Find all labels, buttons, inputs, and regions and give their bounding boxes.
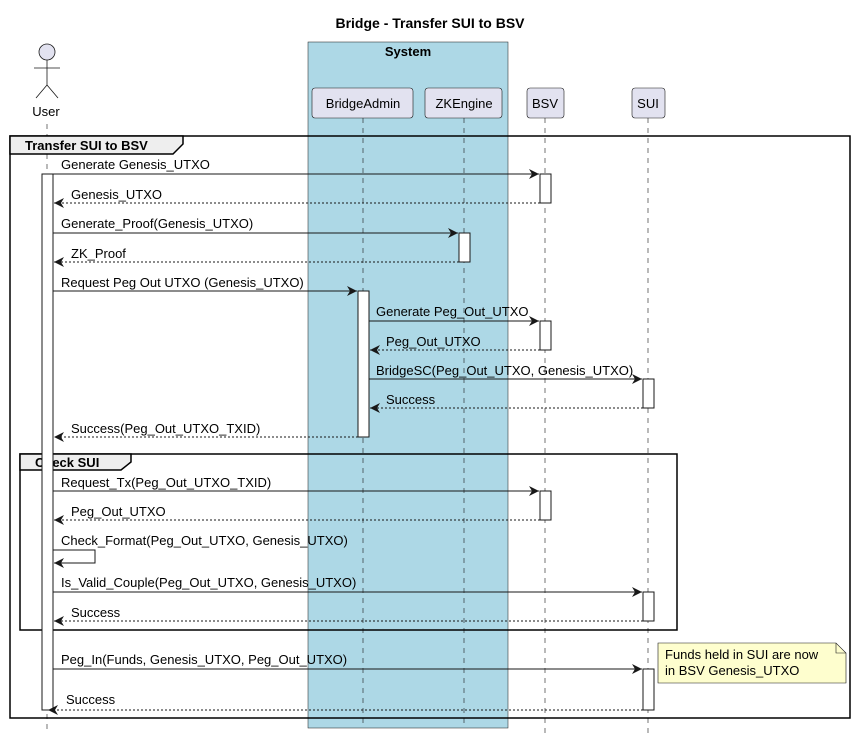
message-label: BridgeSC(Peg_Out_UTXO, Genesis_UTXO)	[376, 363, 633, 378]
note-line-1: Funds held in SUI are now	[665, 647, 819, 662]
note-fold	[835, 643, 846, 654]
message-label: Request Peg Out UTXO (Genesis_UTXO)	[61, 275, 304, 290]
message-label: Success	[71, 605, 121, 620]
frame-check-sui	[19, 453, 678, 631]
frame-transfer	[9, 135, 851, 719]
diagram-title: Bridge - Transfer SUI to BSV	[335, 15, 525, 31]
message-label: Generate_Proof(Genesis_UTXO)	[61, 216, 253, 231]
note-line-2: in BSV Genesis_UTXO	[665, 663, 799, 678]
message-label: Generate Genesis_UTXO	[61, 157, 210, 172]
message-label: Is_Valid_Couple(Peg_Out_UTXO, Genesis_UT…	[61, 575, 356, 590]
message-label: Peg_Out_UTXO	[386, 334, 481, 349]
note-box	[657, 642, 847, 684]
message-label: Generate Peg_Out_UTXO	[376, 304, 528, 319]
participant-bsv	[526, 87, 565, 119]
participant-sui	[631, 87, 666, 119]
system-box	[307, 41, 509, 729]
participant-zkengine-label: ZKEngine	[435, 96, 492, 111]
message-label: Success	[66, 692, 116, 707]
message-label: Check_Format(Peg_Out_UTXO, Genesis_UTXO)	[61, 533, 348, 548]
participant-user-label: User	[32, 104, 60, 119]
activation-bridgeadmin	[357, 290, 370, 438]
message-label: Peg_Out_UTXO	[71, 504, 166, 519]
message-label: Success	[386, 392, 436, 407]
activation-sui-1	[642, 378, 655, 409]
participant-sui-label: SUI	[637, 96, 659, 111]
message-label: Peg_In(Funds, Genesis_UTXO, Peg_Out_UTXO…	[61, 652, 347, 667]
self-message-arrow	[53, 549, 96, 568]
activation-bsv-1	[539, 173, 552, 204]
system-box-label: System	[385, 44, 431, 59]
participant-zkengine	[424, 87, 503, 119]
participant-user: User	[32, 43, 60, 119]
activation-bsv-3	[539, 490, 552, 521]
activation-zkengine	[458, 232, 471, 263]
activation-sui-2	[642, 591, 655, 622]
message-label: Success(Peg_Out_UTXO_TXID)	[71, 421, 260, 436]
actor-head	[38, 43, 56, 61]
frame-transfer-label: Transfer SUI to BSV	[25, 138, 148, 153]
activation-bsv-2	[539, 320, 552, 351]
activation-sui-3	[642, 668, 655, 711]
participant-bridgeadmin	[311, 87, 414, 119]
participant-bridgeadmin-label: BridgeAdmin	[326, 96, 400, 111]
message-label: ZK_Proof	[71, 246, 126, 261]
message-label: Request_Tx(Peg_Out_UTXO_TXID)	[61, 475, 271, 490]
frame-transfer-tab	[9, 135, 184, 155]
message-label: Genesis_UTXO	[71, 187, 162, 202]
activation-user	[41, 173, 54, 711]
participant-bsv-label: BSV	[532, 96, 558, 111]
